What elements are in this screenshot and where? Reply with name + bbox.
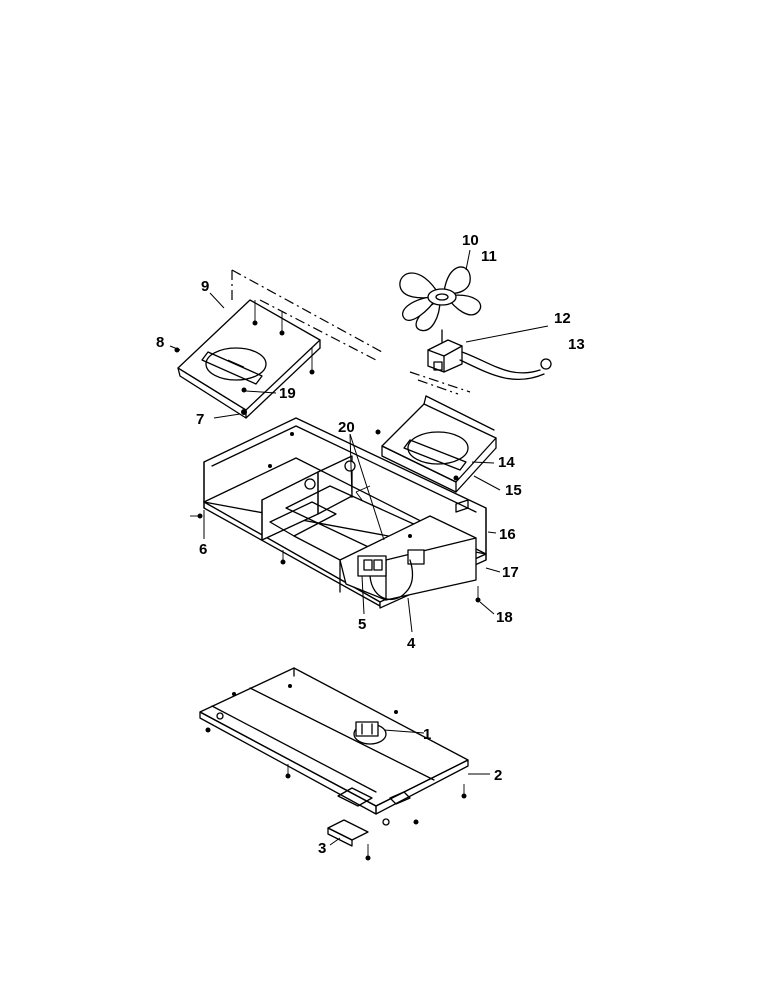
callout-18: 18: [496, 609, 513, 626]
fan-blade: [399, 266, 482, 332]
callout-9: 9: [201, 278, 210, 295]
callout-4: 4: [407, 635, 416, 652]
callout-11: 11: [481, 248, 497, 265]
callout-2: 2: [494, 767, 503, 784]
leader-lines: [169, 249, 549, 846]
screw: [241, 409, 247, 415]
callout-5: 5: [358, 616, 367, 633]
blower-plate-left: [177, 299, 321, 419]
centerline: [259, 299, 377, 361]
callout-20: 20: [338, 419, 355, 436]
callout-15: 15: [505, 482, 522, 499]
callout-7: 7: [196, 411, 205, 428]
callout-8: 8: [156, 334, 165, 351]
callout-13: 13: [568, 336, 585, 353]
callout-16: 16: [499, 526, 516, 543]
small-bracket: [327, 819, 371, 861]
callout-10: 10: [462, 232, 479, 249]
centerline: [409, 371, 471, 393]
callout-19: 19: [279, 385, 296, 402]
main-housing: [190, 417, 487, 609]
callout-12: 12: [554, 310, 571, 327]
callout-17: 17: [502, 564, 519, 581]
callout-1: 1: [423, 726, 432, 743]
callout-6: 6: [199, 541, 208, 558]
bottom-panel: [199, 667, 469, 826]
centerline: [231, 269, 383, 353]
fan-motor: [427, 329, 552, 381]
callout-3: 3: [318, 840, 327, 857]
callout-14: 14: [498, 454, 515, 471]
centerline: [417, 379, 459, 395]
